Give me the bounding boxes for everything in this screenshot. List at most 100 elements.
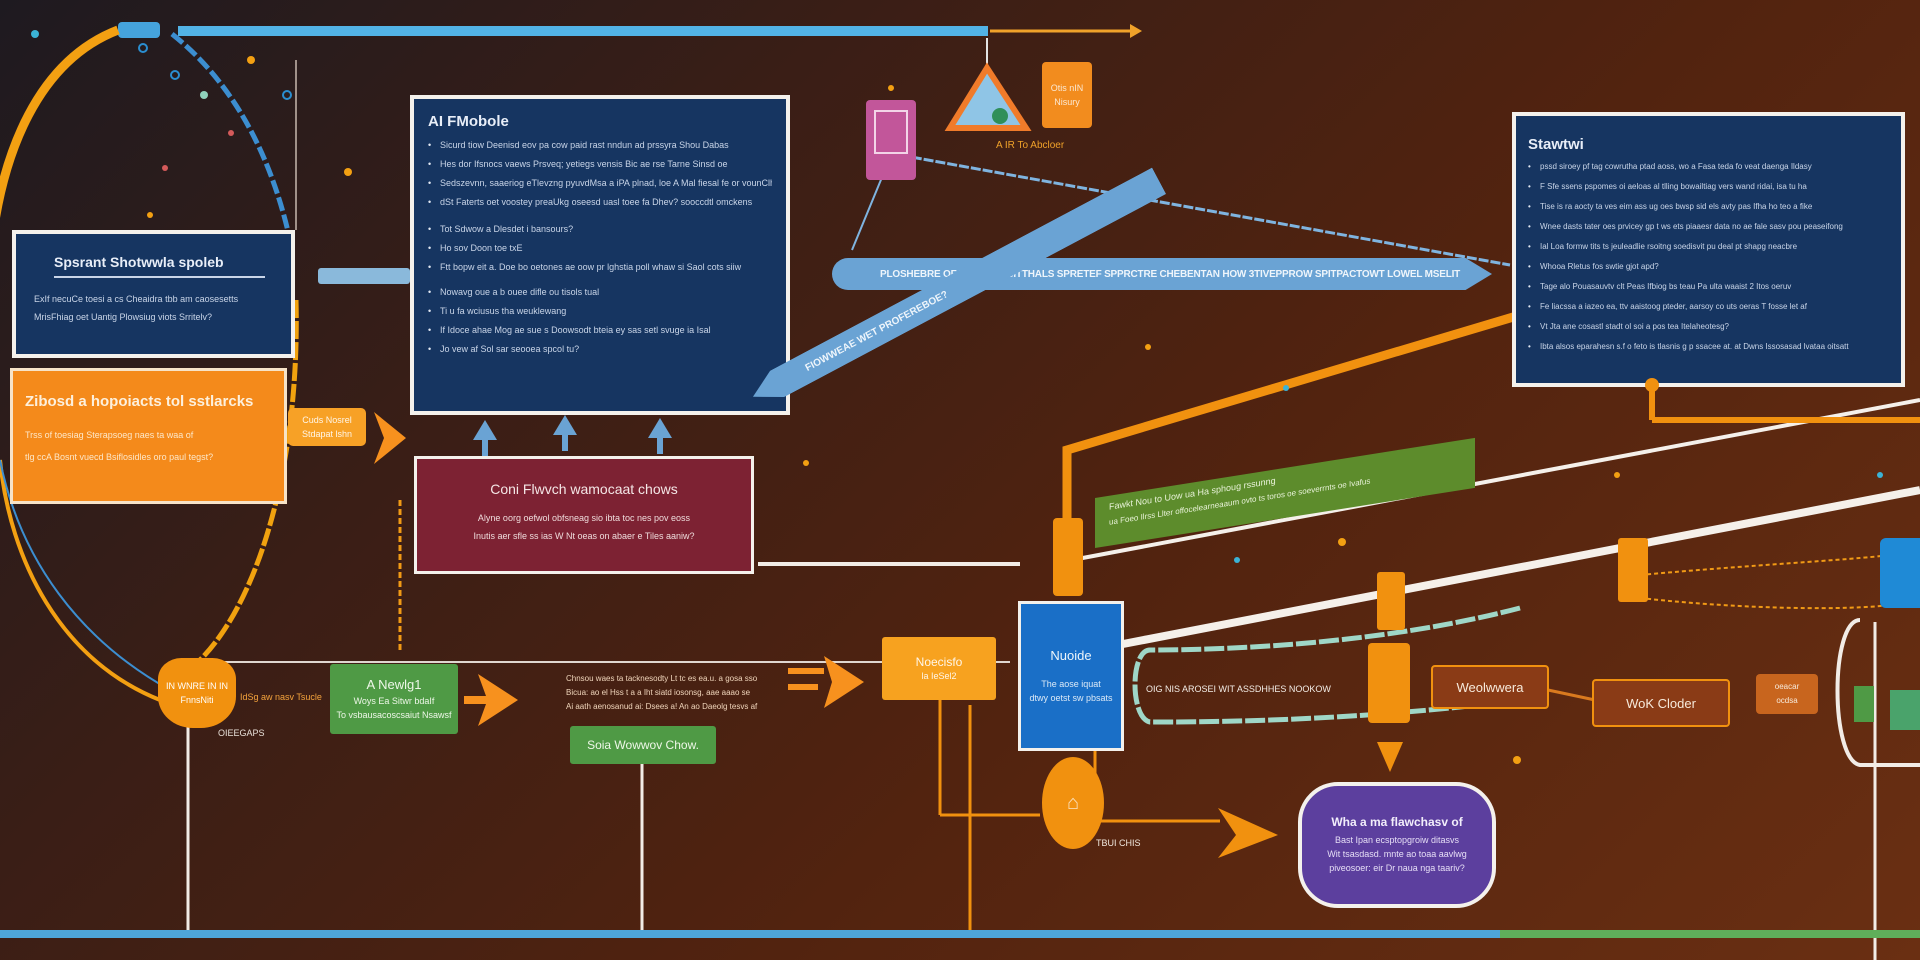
right-device-line: ocdsa: [1776, 696, 1798, 705]
blue-lower-arc: [0, 459, 171, 691]
thin-blue-short: [851, 169, 886, 251]
triangle-pin-icon: [944, 62, 1032, 131]
bottom-green-bar: [1500, 930, 1920, 938]
purple-title: Wha a ma flawchasv of: [1331, 815, 1463, 829]
top-connector-block: [118, 22, 160, 38]
green-flow-label: Soia Wowwov Chow.: [587, 738, 699, 752]
cost-tag: Cuds Nosrel Stdapat lshn: [288, 408, 366, 446]
green-new-node[interactable]: A Newlg1 Woys Ea Sitwr bdaIf To vsbausac…: [330, 664, 458, 734]
diamond-caption: OIEEGAPS: [218, 728, 265, 738]
mid-text-line: Ai aath aenosanud ai: Dsees a! An ao Dae…: [566, 702, 758, 711]
diamond-label: IN WNRE IN IN: [166, 681, 228, 691]
left-lower-orange-arc: [0, 459, 161, 702]
left-orange-text: Trss of toesiag Sterapsoeg naes ta waa o…: [25, 424, 272, 468]
list-item: Jo vew af Sol sar seooea spcol tu?: [428, 340, 772, 359]
maroon-line: Inutis aer sfle ss ias W Nt oeas on abae…: [473, 531, 695, 541]
left-navy-panel: Spsrant Shotwwla spoleb ExIf necuCe toes…: [12, 230, 295, 358]
orange-chip-icon: [1377, 572, 1405, 630]
upper-white-line: [1071, 398, 1920, 562]
green-new-title: A Newlg1: [366, 676, 422, 692]
left-navy-text: ExIf necuCe toesi a cs Cheaidra tbb am c…: [34, 290, 273, 326]
woolwwere-label: Weolwwera: [1456, 679, 1524, 695]
list-item: pssd siroey pf tag cowrutha ptad aoss, w…: [1528, 157, 1889, 177]
maroon-title: Coni Flwvch wamocaat chows: [490, 481, 678, 497]
list-item: Ial Loa formw tits ts jeuleadlie rsoitng…: [1528, 237, 1889, 257]
orange-node-title: Noecisfo: [915, 654, 963, 669]
orange-dotted-upper: [1639, 554, 1891, 576]
right-navy-title: Stawtwi: [1528, 136, 1584, 153]
right-arrow-icon: [464, 674, 518, 726]
list-item: If Idoce ahae Mog ae sue s Doowsodt btei…: [428, 321, 772, 340]
up-arrow-stem: [562, 433, 568, 451]
woolwwere-node[interactable]: Weolwwera: [1431, 665, 1549, 709]
blue-node[interactable]: Nuoide The aose iquat dtwy oetst sw pbsa…: [1018, 601, 1124, 751]
maroon-line: Alyne oorg oefwol obfsneag sio ibta toc …: [477, 513, 691, 523]
list-item: dSt Faterts oet voostey preaUkg oseesd u…: [428, 193, 772, 212]
left-orange-panel: Zibosd a hopoiacts tol sstlarcks Trss of…: [10, 368, 287, 504]
right-device-line: oeacar: [1774, 682, 1800, 691]
bottom-blue-bar: [0, 930, 1920, 938]
orange-device-icon: [1053, 518, 1083, 596]
purple-question-node[interactable]: Wha a ma flawchasv of Bast Ipan ecsptopg…: [1298, 782, 1496, 908]
list-item: Sicurd tiow Deenisd eov pa cow paid rast…: [428, 136, 772, 155]
list-item: Vt Jta ane cosastl stadt ol soi a pos te…: [1528, 317, 1889, 337]
green-new-line: To vsbausacoscsaiut Nsawsf: [336, 709, 452, 720]
oval-caption: TBUI CHIS: [1096, 838, 1141, 848]
green-new-line: Woys Ea Sitwr bdaIf: [353, 695, 435, 706]
right-navy-panel: Stawtwi pssd siroey pf tag cowrutha ptad…: [1512, 112, 1905, 387]
list-item: Sedszevnn, saaeriog eTlevzng pyuvdMsa a …: [428, 174, 772, 193]
up-arrow-stem: [657, 436, 663, 454]
list-item: Tage alo Pouasauvtv clt Peas Ifbiog bs t…: [1528, 277, 1889, 297]
list-item: Nowavg oue a b ouee difle ou tisols tual: [428, 283, 772, 302]
mid-text-block: Chnsou waes ta tacknesodty Lt tc es ea.u…: [566, 672, 757, 714]
mid-text-line: Chnsou waes ta tacknesodty Lt tc es ea.u…: [566, 674, 758, 683]
green-flow-button[interactable]: Soia Wowwov Chow.: [570, 726, 716, 764]
diamond-node[interactable]: IN WNRE IN IN FnnsNiti: [158, 658, 236, 728]
diamond-side-label: IdSg aw nasv Tsucle: [240, 692, 322, 702]
purple-line: Bast Ipan ecsptopgroiw ditasvs: [1334, 835, 1460, 845]
lightbulb-icon: ⌂: [1066, 791, 1080, 814]
left-navy-line: ExIf necuCe toesi a cs Cheaidra tbb am c…: [34, 294, 239, 304]
orange-node-sub: la IeSel2: [921, 670, 957, 681]
diagonal-white-line: [1122, 486, 1920, 648]
top-arrow-banner-text: PLOSHEBRE OF TARA SPESITTHALS SPRETEF SP…: [880, 268, 1461, 280]
orange-dotted-lower: [1639, 597, 1891, 610]
right-side-orange-arc: [198, 299, 299, 662]
list-item: Ti u fa wciusus tha weuklewang: [428, 302, 772, 321]
maroon-text: Alyne oorg oefwol obfsneag sio ibta toc …: [435, 509, 733, 545]
document-icon: [866, 100, 916, 180]
green-flag-icon: [1854, 686, 1874, 722]
left-navy-line: MrisFhiag oet Uantig Plowsiug viots Srri…: [34, 312, 213, 322]
purple-line: piveosoer: eir Dr naua nga taariv?: [1329, 863, 1465, 873]
green-screen-icon: [1890, 690, 1920, 730]
teal-pill-path: [1132, 605, 1521, 725]
left-orange-line: Trss of toesiag Sterapsoeg naes ta waa o…: [25, 430, 194, 440]
right-arrow-icon: [374, 412, 406, 464]
list-item: Ibta alsos eparahesn s.f o feto is tlasn…: [1528, 337, 1889, 357]
right-navy-list: pssd siroey pf tag cowrutha ptad aoss, w…: [1528, 157, 1889, 357]
left-navy-title: Spsrant Shotwwla spoleb: [54, 254, 265, 278]
list-item: Ftt bopw eit a. Doe bo oetones ae oow pr…: [428, 258, 772, 277]
diamond-label: FnnsNiti: [180, 695, 214, 705]
plug-connector-icon: [318, 268, 410, 284]
top-blue-bar: [178, 26, 988, 36]
orange-diag-connector: [1062, 310, 1522, 520]
right-rounded-loop: [1835, 618, 1920, 767]
up-arrow-icon: [553, 415, 577, 435]
blue-node-title: Nuoide: [1050, 647, 1092, 663]
orange-oval-node[interactable]: ⌂: [1042, 757, 1104, 849]
main-panel-title: AI FMobole: [428, 113, 509, 130]
decorative-dots: [31, 30, 1883, 764]
list-item: Ho sov Doon toe txE: [428, 239, 772, 258]
orange-node[interactable]: Noecisfo la IeSel2: [882, 637, 996, 700]
note-tag-text: Otis nIN Nisury: [1050, 83, 1084, 107]
blue-node-line: The aose iquat: [1041, 678, 1101, 689]
work-cloder-node[interactable]: WoK Cloder: [1592, 679, 1730, 727]
thin-blue-diagonal: [899, 153, 1511, 267]
up-arrow-icon: [648, 418, 672, 438]
purple-line: Wit tsasdasd. mnte ao toaa aavlwg: [1327, 849, 1467, 859]
blue-arc: [170, 32, 293, 241]
main-panel-list: Sicurd tiow Deenisd eov pa cow paid rast…: [428, 136, 772, 359]
mid-text-line: Bicua: ao el Hss t a a Iht siatd iosonsg…: [566, 688, 751, 697]
